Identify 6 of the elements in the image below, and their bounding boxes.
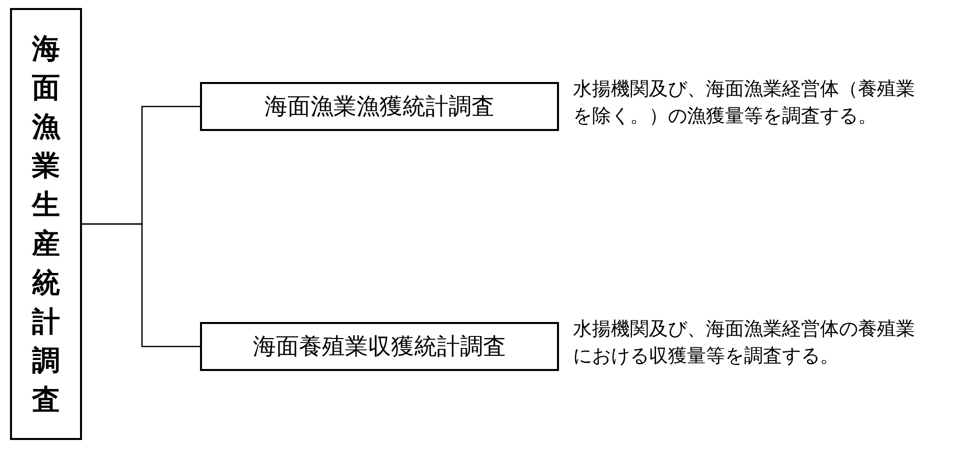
description-text: 水揚機関及び、海面漁業経営体（養殖業を除く。）の漁獲量等を調査する。 — [573, 77, 916, 129]
connector-line — [82, 223, 200, 348]
survey-box: 海面養殖業収獲統計調査 — [200, 322, 559, 371]
description-text: 水揚機関及び、海面漁業経営体の養殖業における収獲量等を調査する。 — [573, 317, 916, 369]
title-box: 海面漁業生産統計調査 — [10, 8, 82, 440]
survey-box: 海面漁業漁獲統計調査 — [200, 82, 559, 131]
